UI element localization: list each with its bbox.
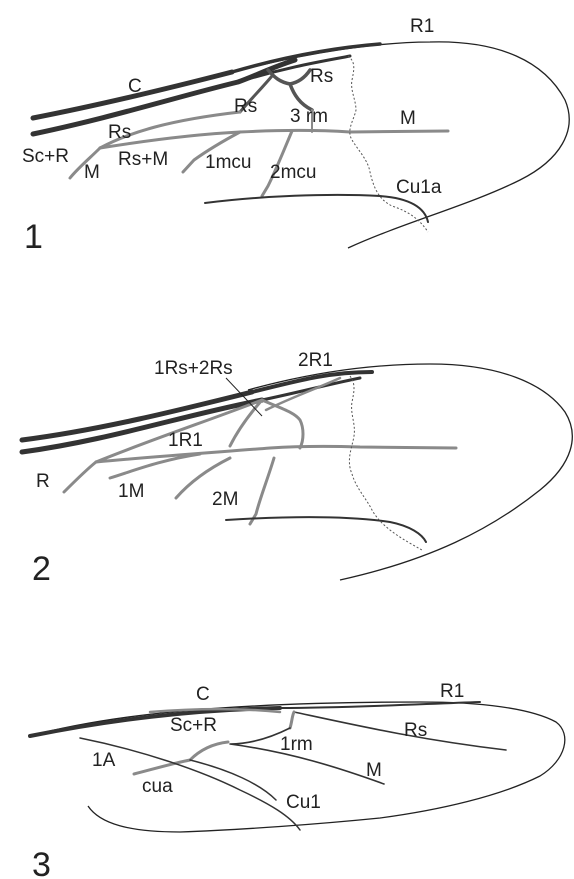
label-cu1: Cu1	[286, 792, 321, 813]
label-2mcu: 2mcu	[270, 162, 316, 183]
label-m-left: M	[84, 162, 100, 183]
cua-vein	[134, 742, 228, 774]
wing-outline	[232, 42, 569, 248]
label-2r1: 2R1	[298, 350, 333, 371]
fold-line-2	[349, 376, 422, 550]
label-sc-r: Sc+R	[22, 146, 69, 167]
label-r1: R1	[440, 681, 464, 702]
cross-vein-1rm	[290, 712, 294, 728]
figure-number-1: 1	[24, 218, 43, 256]
label-rs-left: Rs	[108, 122, 131, 143]
rs-m-vein	[100, 131, 448, 149]
figure-1-forewing: C R1 Rs Rs 3 rm M Sc+R Rs Rs+M M 1mcu 2m…	[22, 16, 569, 256]
label-1m: 1M	[118, 481, 144, 502]
cubitus-vein	[226, 517, 426, 542]
label-1a: 1A	[92, 750, 116, 771]
r-vein	[64, 462, 96, 492]
label-m: M	[366, 760, 382, 781]
label-m-right: M	[400, 108, 416, 129]
label-rs-m: Rs+M	[118, 149, 168, 170]
rs-vein	[294, 712, 506, 750]
label-1rm: 1rm	[280, 734, 313, 755]
label-r: R	[36, 471, 50, 492]
label-2m: 2M	[212, 489, 238, 510]
m-vein-base	[96, 446, 456, 462]
radius-1-vein	[280, 702, 480, 708]
radius-1-vein	[232, 44, 380, 72]
label-r1: R1	[410, 16, 434, 37]
figure-number-2: 2	[32, 550, 51, 588]
label-sc-r: Sc+R	[170, 715, 217, 736]
label-3rm: 3 rm	[290, 106, 328, 127]
vein-cu1	[190, 760, 276, 800]
figure-3-hindwing: C R1 Sc+R Rs 1A 1rm M cua Cu1 3	[30, 681, 565, 879]
label-rs-middle: Rs	[234, 96, 257, 117]
label-c: C	[128, 76, 142, 97]
label-1r1: 1R1	[168, 430, 203, 451]
cell-loop	[262, 400, 303, 448]
figure-number-3: 3	[32, 846, 51, 879]
label-cua: cua	[142, 776, 173, 797]
label-c: C	[196, 684, 210, 705]
cubitus-vein	[205, 195, 428, 222]
label-rs: Rs	[404, 720, 427, 741]
label-1mcu: 1mcu	[205, 152, 251, 173]
label-1rs-2rs: 1Rs+2Rs	[154, 358, 233, 379]
label-rs-upper: Rs	[310, 66, 333, 87]
cross-vein-lower	[250, 458, 274, 524]
label-cu1a: Cu1a	[396, 177, 442, 198]
figure-2-forewing: 1Rs+2Rs 2R1 1R1 R 1M 2M 2	[22, 350, 572, 588]
